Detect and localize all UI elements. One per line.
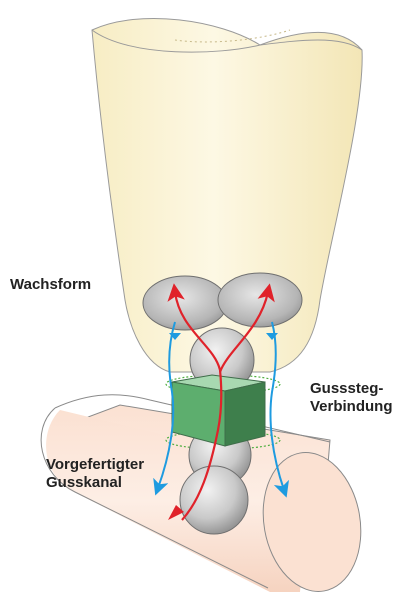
- label-sprue-connection-line2: Verbindung: [310, 398, 393, 416]
- label-sprue-connection: Gusssteg- Verbindung: [310, 380, 393, 416]
- label-wax-form-text: Wachsform: [10, 276, 91, 294]
- label-casting-channel-line1: Vorgefertigter: [46, 456, 144, 474]
- wax-form: [92, 18, 362, 372]
- sprue-connection-cube: [172, 375, 265, 446]
- label-sprue-connection-line1: Gusssteg-: [310, 380, 393, 398]
- label-wax-form: Wachsform: [10, 276, 91, 294]
- label-casting-channel-line2: Gusskanal: [46, 474, 144, 492]
- label-casting-channel: Vorgefertigter Gusskanal: [46, 456, 144, 492]
